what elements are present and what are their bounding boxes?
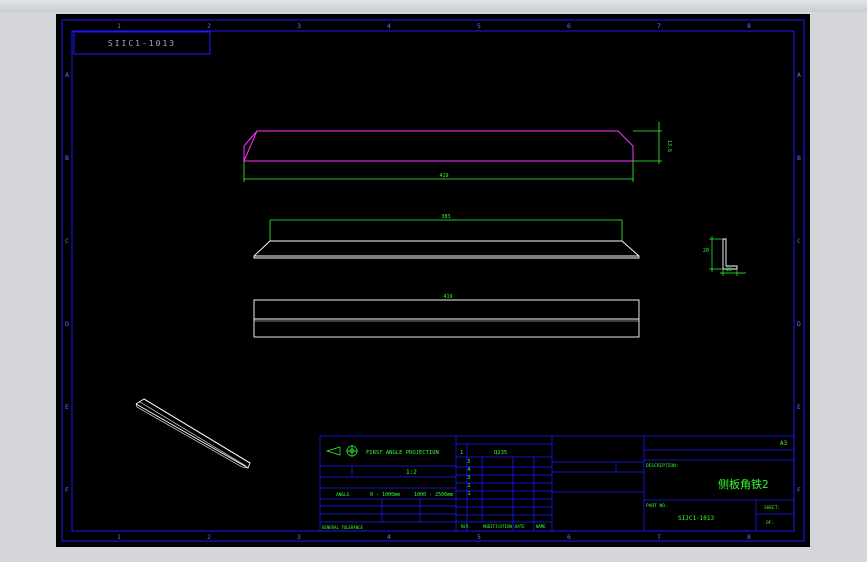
revision-col-1: MODIFICATION <box>483 524 512 529</box>
top-view: 419 13.6 <box>243 122 672 182</box>
angle-section <box>722 238 738 270</box>
outer-frame <box>61 19 805 542</box>
row-label-right-C: C <box>797 237 801 245</box>
row-label-right-A: A <box>797 71 801 79</box>
top-view-profile <box>243 130 634 162</box>
description-label: DESCRIPTION: <box>646 463 679 469</box>
row-label-left-A: A <box>65 71 69 79</box>
column-label-top-1: 1 <box>117 22 121 30</box>
row-label-right-E: E <box>797 403 801 411</box>
middle-length-dim: 383 <box>441 214 450 220</box>
row-label-right-F: F <box>797 486 801 494</box>
stamp-text: SIIC1-1013 <box>108 39 176 48</box>
angle-label: ANGLE <box>336 492 350 498</box>
column-label-bottom-4: 4 <box>387 533 391 541</box>
column-label-top-8: 8 <box>747 22 751 30</box>
part-number-label: PART NO. <box>646 503 668 509</box>
front-view-outline <box>253 240 640 259</box>
column-label-top-6: 6 <box>567 22 571 30</box>
row-label-left-F: F <box>65 486 69 494</box>
row-label-left-E: E <box>65 403 69 411</box>
material: Q235 <box>494 450 507 456</box>
column-label-top-4: 4 <box>387 22 391 30</box>
item-number: 1 <box>460 450 463 456</box>
general-tolerance-label: GENERAL TOLERANCE <box>322 525 364 530</box>
scale: 1:2 <box>406 469 417 476</box>
column-label-top-3: 3 <box>297 22 301 30</box>
revision-col-0: REV. <box>461 524 471 529</box>
column-label-top-2: 2 <box>207 22 211 30</box>
column-label-bottom-6: 6 <box>567 533 571 541</box>
part-description: 侧板角铁2 <box>718 477 769 491</box>
tolerance-rows: 5 4 3 2 1 <box>467 459 470 497</box>
tolerance-row-2: 2 <box>467 483 470 489</box>
column-label-bottom-3: 3 <box>297 533 301 541</box>
row-label-right-B: B <box>797 154 801 162</box>
tolerance-row-4: 4 <box>467 467 470 473</box>
sheet-size: A3 <box>780 440 788 447</box>
row-label-left-D: D <box>65 320 69 328</box>
revision-col-2: DATE <box>515 524 525 529</box>
title-block <box>319 435 795 532</box>
column-label-bottom-2: 2 <box>207 533 211 541</box>
stamp-box <box>73 31 211 55</box>
row-label-right-D: D <box>797 320 801 328</box>
front-view: 383 <box>253 214 640 259</box>
range-1: 0 - 1000mm <box>370 492 400 498</box>
column-label-top-7: 7 <box>657 22 661 30</box>
part-number: SIJC1-1013 <box>678 515 715 522</box>
column-label-bottom-5: 5 <box>477 533 481 541</box>
projection-label: FIRST ANGLE PROJECTION <box>366 450 439 456</box>
inner-frame <box>71 30 795 532</box>
plan-view-outline <box>253 299 640 338</box>
column-label-top-5: 5 <box>477 22 481 30</box>
plan-view: 419 <box>253 294 640 338</box>
tolerance-row-5: 5 <box>467 459 470 465</box>
tolerance-row-1: 1 <box>467 491 470 497</box>
revision-col-3: NAME <box>536 524 546 529</box>
range-2: 1000 - 2500mm <box>414 492 453 498</box>
sheet-label: SHEET: <box>764 505 780 511</box>
column-label-bottom-1: 1 <box>117 533 121 541</box>
window-top-edge <box>0 0 867 12</box>
bottom-length-dim: 419 <box>443 294 452 300</box>
row-label-left-C: C <box>65 237 69 245</box>
tolerance-row-3: 3 <box>467 475 470 481</box>
top-view-profile-upper <box>243 130 258 147</box>
section-height-dim: 20 <box>703 248 709 254</box>
top-length-dim: 419 <box>439 173 448 179</box>
row-label-left-B: B <box>65 154 69 162</box>
column-label-bottom-8: 8 <box>747 533 751 541</box>
section-view: 20 20 <box>703 236 746 276</box>
top-height-dim: 13.6 <box>666 140 672 152</box>
isometric-view <box>135 398 251 469</box>
section-width-dim: 20 <box>726 267 732 273</box>
column-label-bottom-7: 7 <box>657 533 661 541</box>
projection-symbol-icon <box>325 445 358 457</box>
of-label: OF: <box>766 520 774 526</box>
